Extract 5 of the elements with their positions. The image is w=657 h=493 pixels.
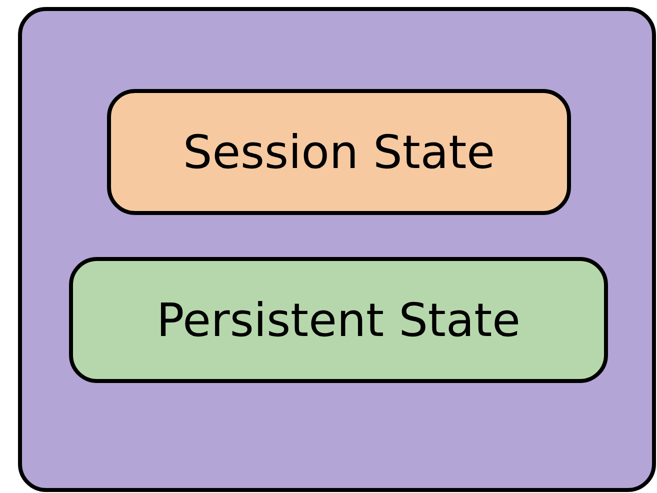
state-box	[107, 89, 571, 215]
state-label: Session State	[183, 125, 495, 179]
state-box	[69, 257, 608, 383]
container-box	[18, 7, 656, 492]
state-label: Persistent State	[156, 293, 520, 347]
